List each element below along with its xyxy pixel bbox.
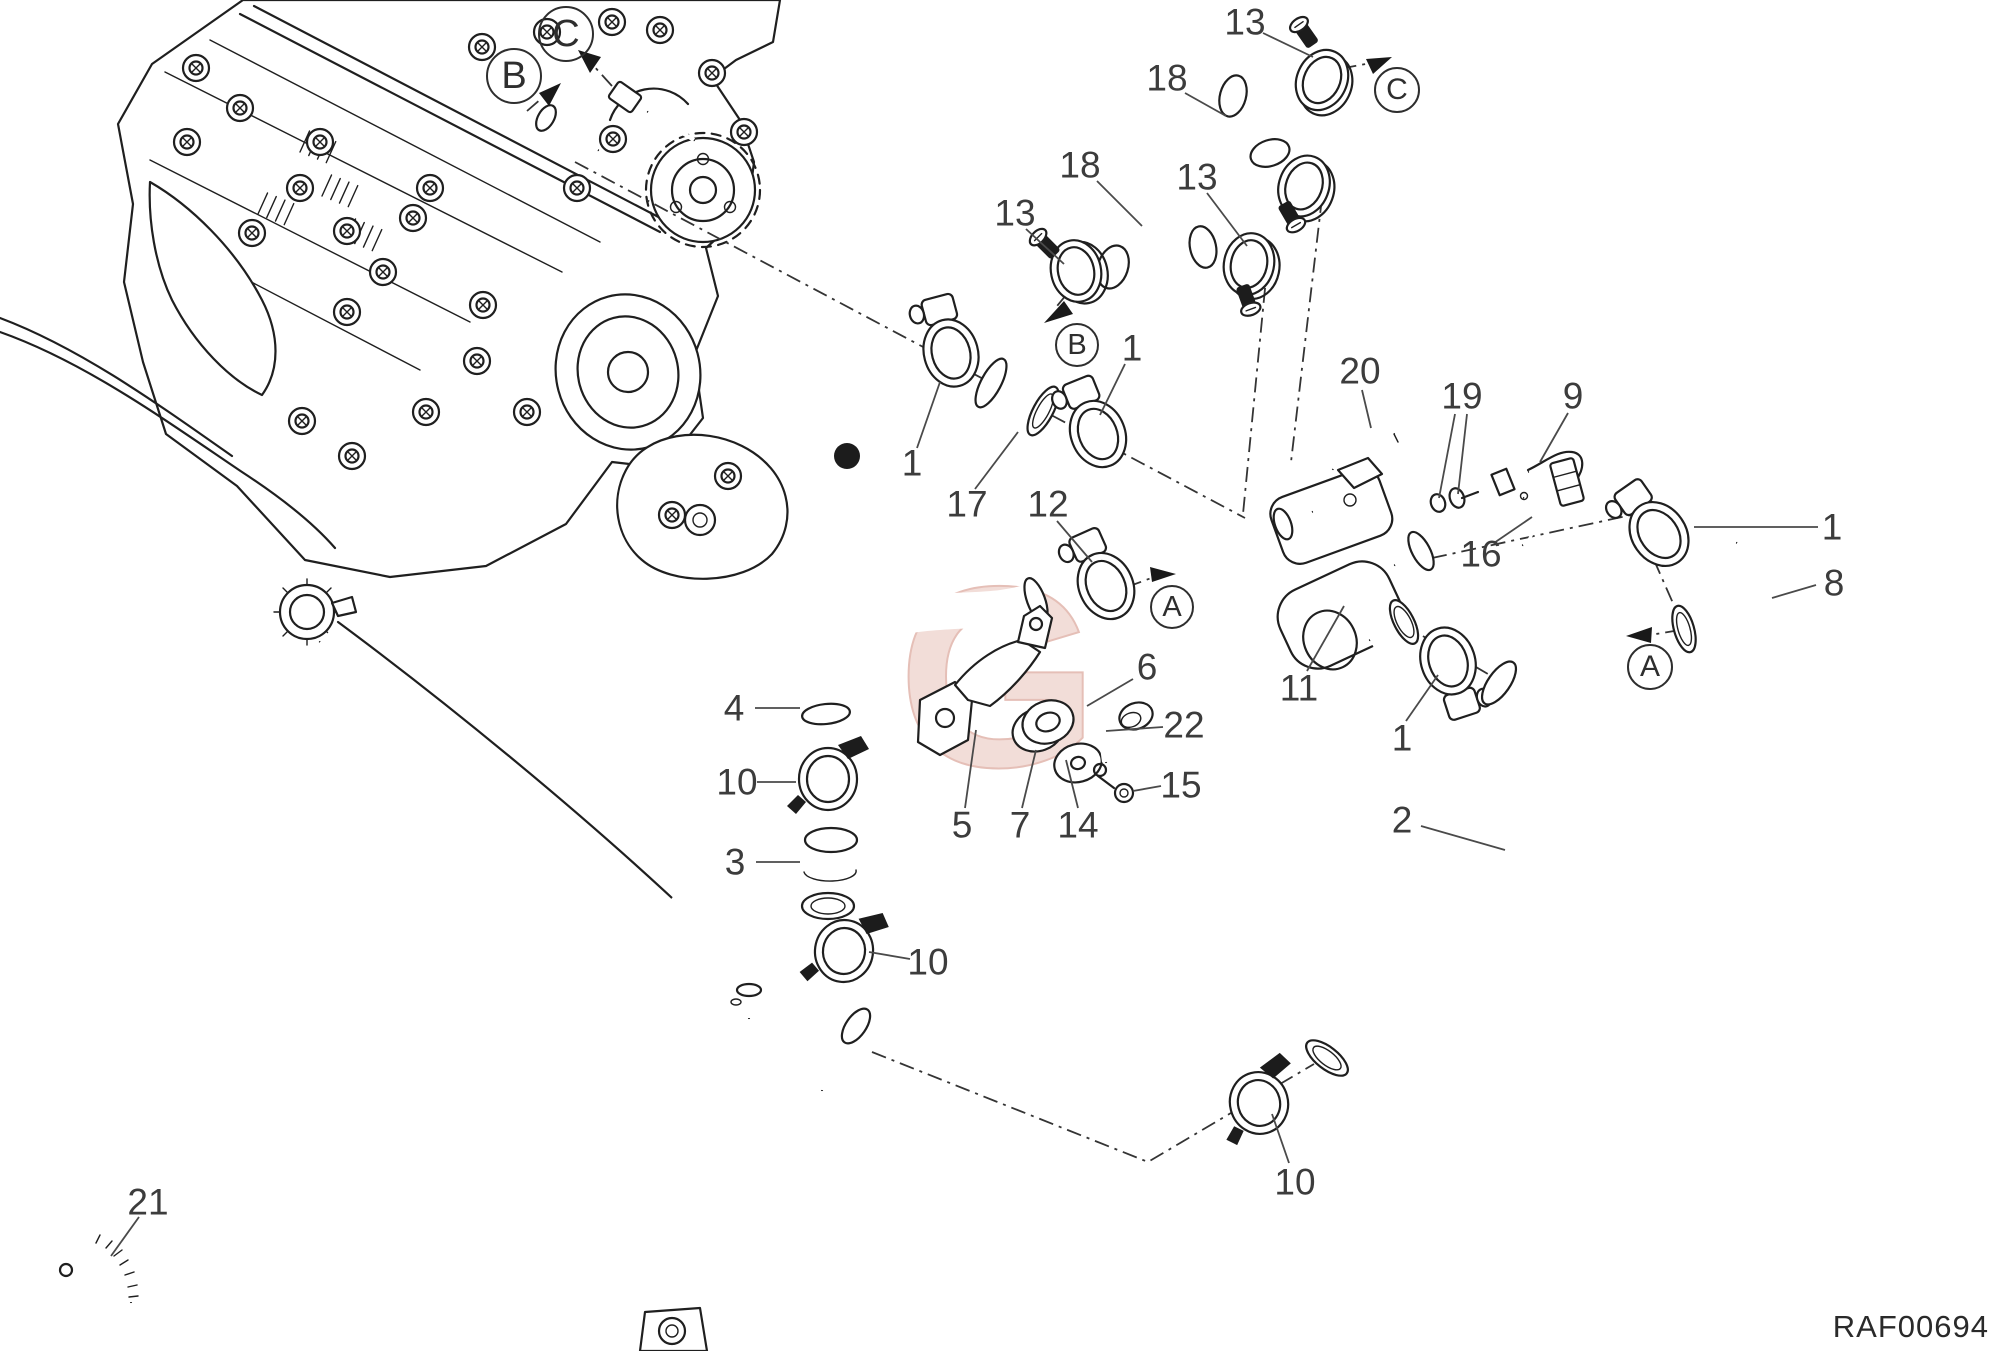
part-callout: 16	[1460, 533, 1502, 575]
part-callout: 19	[1441, 375, 1483, 417]
part-callout: 6	[1136, 646, 1158, 688]
view-marker: B	[486, 48, 542, 104]
part-callout: 8	[1823, 562, 1845, 604]
part-callout: 1	[901, 442, 923, 484]
part-callout: 18	[1059, 144, 1101, 186]
part-callout: 3	[724, 841, 746, 883]
cooling-parts-drawing	[58, 12, 1771, 1304]
part-callout: 20	[1339, 350, 1381, 392]
part-callout: 13	[1176, 156, 1218, 198]
part-callout: 17	[946, 483, 988, 525]
part-callout: 21	[127, 1181, 169, 1223]
view-direction-arrows	[539, 50, 1652, 643]
part-callout: 13	[994, 192, 1036, 234]
part-callout: 10	[716, 761, 758, 803]
view-marker: A	[1150, 585, 1194, 629]
part-callout: 11	[1279, 667, 1319, 709]
part-callout: 1	[1121, 327, 1143, 369]
part-callout: 14	[1057, 804, 1099, 846]
view-marker: C	[1374, 67, 1420, 113]
part-callout: 18	[1146, 57, 1188, 99]
part-callout: 15	[1160, 764, 1202, 806]
part-callout: 4	[723, 687, 745, 729]
part-callout: 1	[1821, 506, 1843, 548]
figure-code: RAF00694	[1832, 1309, 1989, 1344]
part-callout: 22	[1163, 704, 1205, 746]
part-callout: 12	[1027, 483, 1069, 525]
leader-lines	[110, 32, 1818, 1257]
part-callout: 10	[1274, 1161, 1316, 1203]
part-callout: 9	[1562, 375, 1584, 417]
view-marker: B	[1055, 323, 1099, 367]
engine-assembly-drawing	[0, 0, 860, 580]
part-callout: 7	[1009, 804, 1031, 846]
part-callout: 5	[951, 804, 973, 846]
part-callout: 13	[1224, 1, 1266, 43]
radiator-drawing	[273, 578, 872, 1351]
part-callout: 2	[1391, 799, 1413, 841]
view-marker: C	[538, 6, 594, 62]
view-marker: A	[1627, 644, 1673, 690]
part-callout: 1	[1391, 717, 1413, 759]
part-callout: 10	[907, 941, 949, 983]
